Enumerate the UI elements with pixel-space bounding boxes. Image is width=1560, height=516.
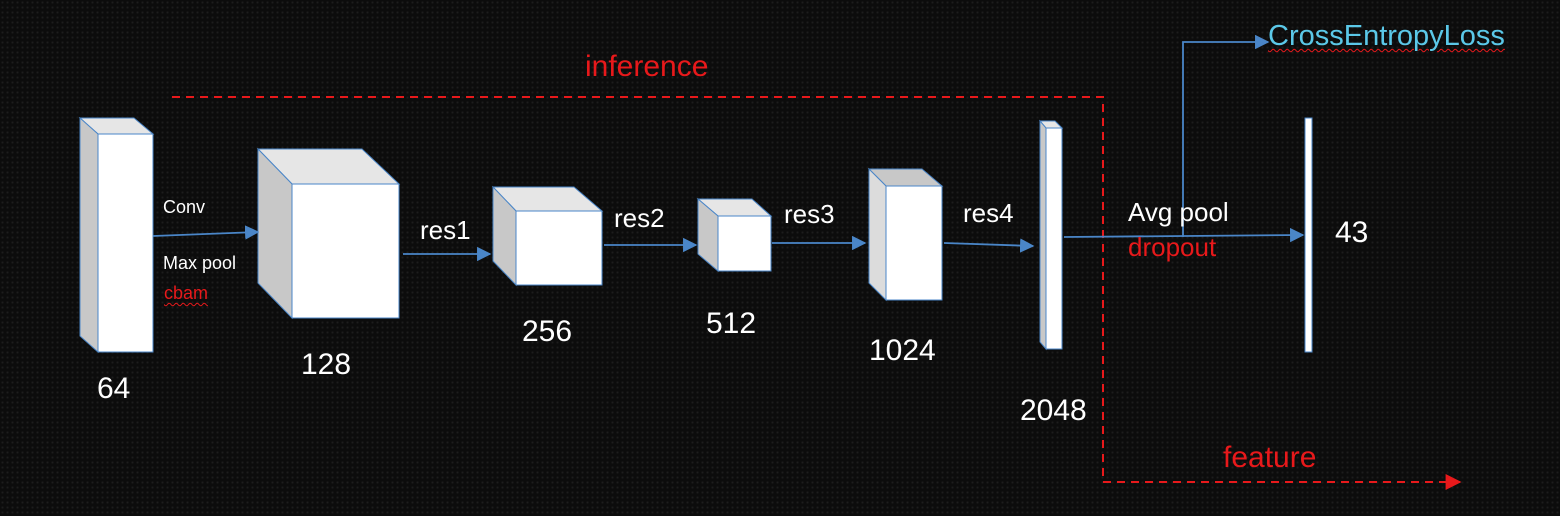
loss-label: CrossEntropyLoss xyxy=(1268,20,1505,52)
block-128 xyxy=(256,147,401,320)
block-512 xyxy=(696,197,773,273)
maxpool-label: Max pool xyxy=(163,253,237,273)
block-43-front xyxy=(1304,117,1313,353)
arrow-res4 xyxy=(943,238,1035,253)
block-2048 xyxy=(1038,119,1064,351)
block-64-side xyxy=(79,116,99,354)
inference-region-outline xyxy=(172,96,1104,482)
cbam-label: cbam xyxy=(164,283,209,303)
arrow-stem xyxy=(152,225,260,240)
conv-label: Conv xyxy=(163,197,206,217)
block-256-label: 256 xyxy=(522,315,573,348)
res1-label: res1 xyxy=(420,215,471,245)
inference-label: inference xyxy=(585,50,709,83)
block-512-label: 512 xyxy=(706,307,757,340)
block-2048-front xyxy=(1045,127,1063,350)
dropout-label: dropout xyxy=(1128,232,1217,262)
block-2048-side xyxy=(1039,119,1047,351)
avgpool-label: Avg pool xyxy=(1128,197,1229,227)
arrow-loss xyxy=(1182,34,1270,237)
block-256 xyxy=(491,185,604,287)
block-128-label: 128 xyxy=(301,348,352,381)
block-2048-label: 2048 xyxy=(1020,394,1087,427)
inference-region xyxy=(172,96,1104,482)
block-64-label: 64 xyxy=(97,372,131,405)
block-43 xyxy=(1304,117,1313,353)
block-64-front xyxy=(97,133,154,353)
block-256-front xyxy=(515,210,603,286)
res3-label: res3 xyxy=(784,199,835,229)
block-1024-side xyxy=(868,167,887,302)
block-1024-label: 1024 xyxy=(869,334,936,367)
res4-label: res4 xyxy=(963,198,1014,228)
block-43-label: 43 xyxy=(1335,216,1369,249)
block-128-front xyxy=(291,183,400,319)
res2-label: res2 xyxy=(614,203,665,233)
block-64 xyxy=(78,116,155,354)
block-1024-front xyxy=(885,185,943,301)
feature-label: feature xyxy=(1223,441,1317,474)
block-512-front xyxy=(717,215,772,272)
block-1024 xyxy=(867,167,944,302)
